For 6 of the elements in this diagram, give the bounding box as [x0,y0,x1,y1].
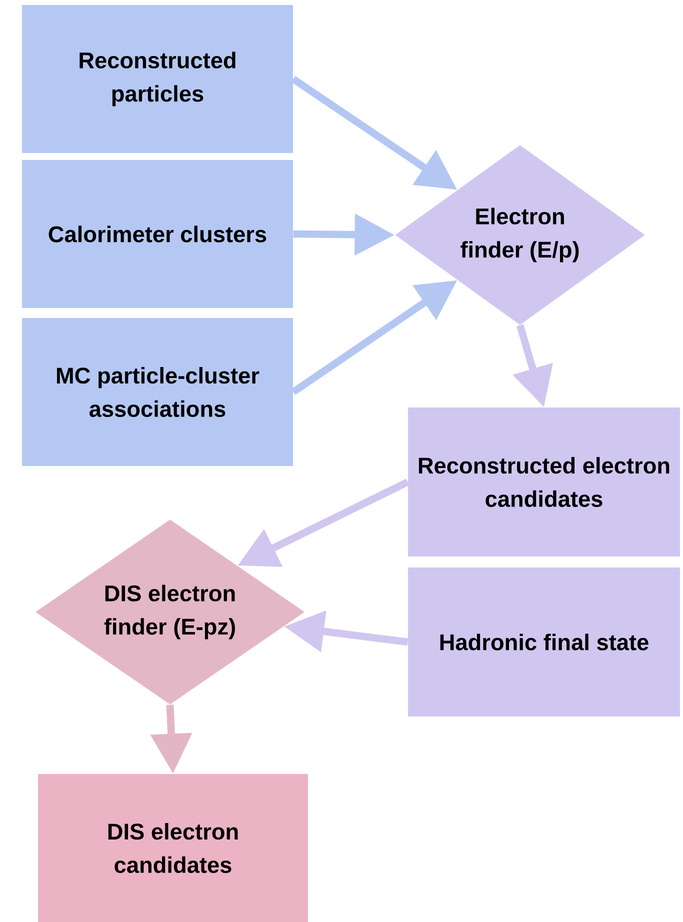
process-box: Reconstructed electron candidates [408,408,680,556]
input-box: Reconstructed particles [22,5,293,153]
output-box: DIS electron candidates [38,774,308,922]
process-box: Hadronic final state [408,568,680,716]
input-box: Calorimeter clusters [22,160,293,308]
input-box: MC particle-cluster associations [22,318,293,466]
